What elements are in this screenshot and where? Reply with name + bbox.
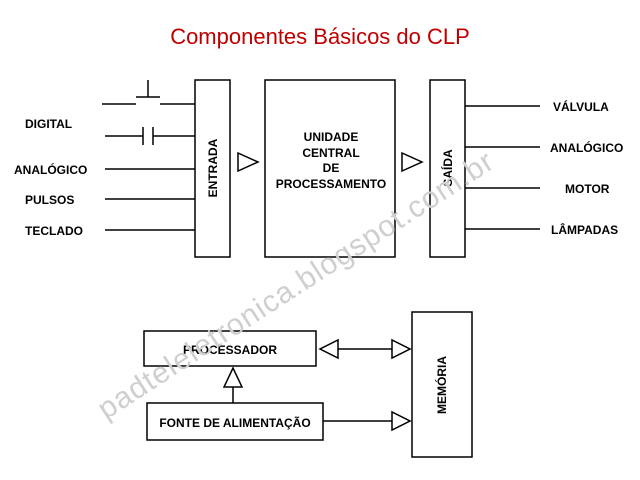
memoria-block xyxy=(411,311,473,458)
arrow-to-memoria-bottom xyxy=(391,410,412,432)
input-digital-label: DIGITAL xyxy=(25,117,72,131)
fonte-label: FONTE DE ALIMENTAÇÃO xyxy=(159,415,310,430)
entrada-label: ENTRADA xyxy=(206,138,220,197)
output-motor-label: MOTOR xyxy=(565,182,610,196)
cpu-label-line2: CENTRAL xyxy=(302,146,359,160)
cpu-label-line1: UNIDADE xyxy=(304,130,359,144)
arrow-to-memoria-top xyxy=(391,338,412,360)
input-wiring xyxy=(102,80,195,231)
arrow-cpu-saida xyxy=(401,151,424,173)
memoria-label: MEMÓRIA xyxy=(434,356,449,414)
entrada-block xyxy=(194,79,231,258)
input-teclado-label: TECLADO xyxy=(25,224,83,238)
output-wiring xyxy=(465,105,540,230)
processador-block xyxy=(143,330,317,367)
diagram-title: Componentes Básicos do CLP xyxy=(170,24,470,49)
cpu-label-line4: PROCESSAMENTO xyxy=(276,177,386,191)
saida-label: SAÍDA xyxy=(440,149,455,187)
arrow-to-processador xyxy=(318,338,339,360)
fonte-block xyxy=(146,402,324,441)
cpu-label-line3: DE xyxy=(323,161,340,175)
saida-block xyxy=(429,79,466,258)
output-valvula-label: VÁLVULA xyxy=(553,99,609,114)
arrow-fonte-processador xyxy=(222,366,244,388)
arrow-entrada-cpu xyxy=(237,151,260,173)
output-analogico-label: ANALÓGICO xyxy=(550,140,623,155)
output-lampadas-label: LÂMPADAS xyxy=(551,222,618,237)
input-pulsos-label: PULSOS xyxy=(25,193,74,207)
cpu-block xyxy=(264,79,396,258)
input-analogico-label: ANALÓGICO xyxy=(14,162,87,177)
processador-label: PROCESSADOR xyxy=(183,343,277,357)
